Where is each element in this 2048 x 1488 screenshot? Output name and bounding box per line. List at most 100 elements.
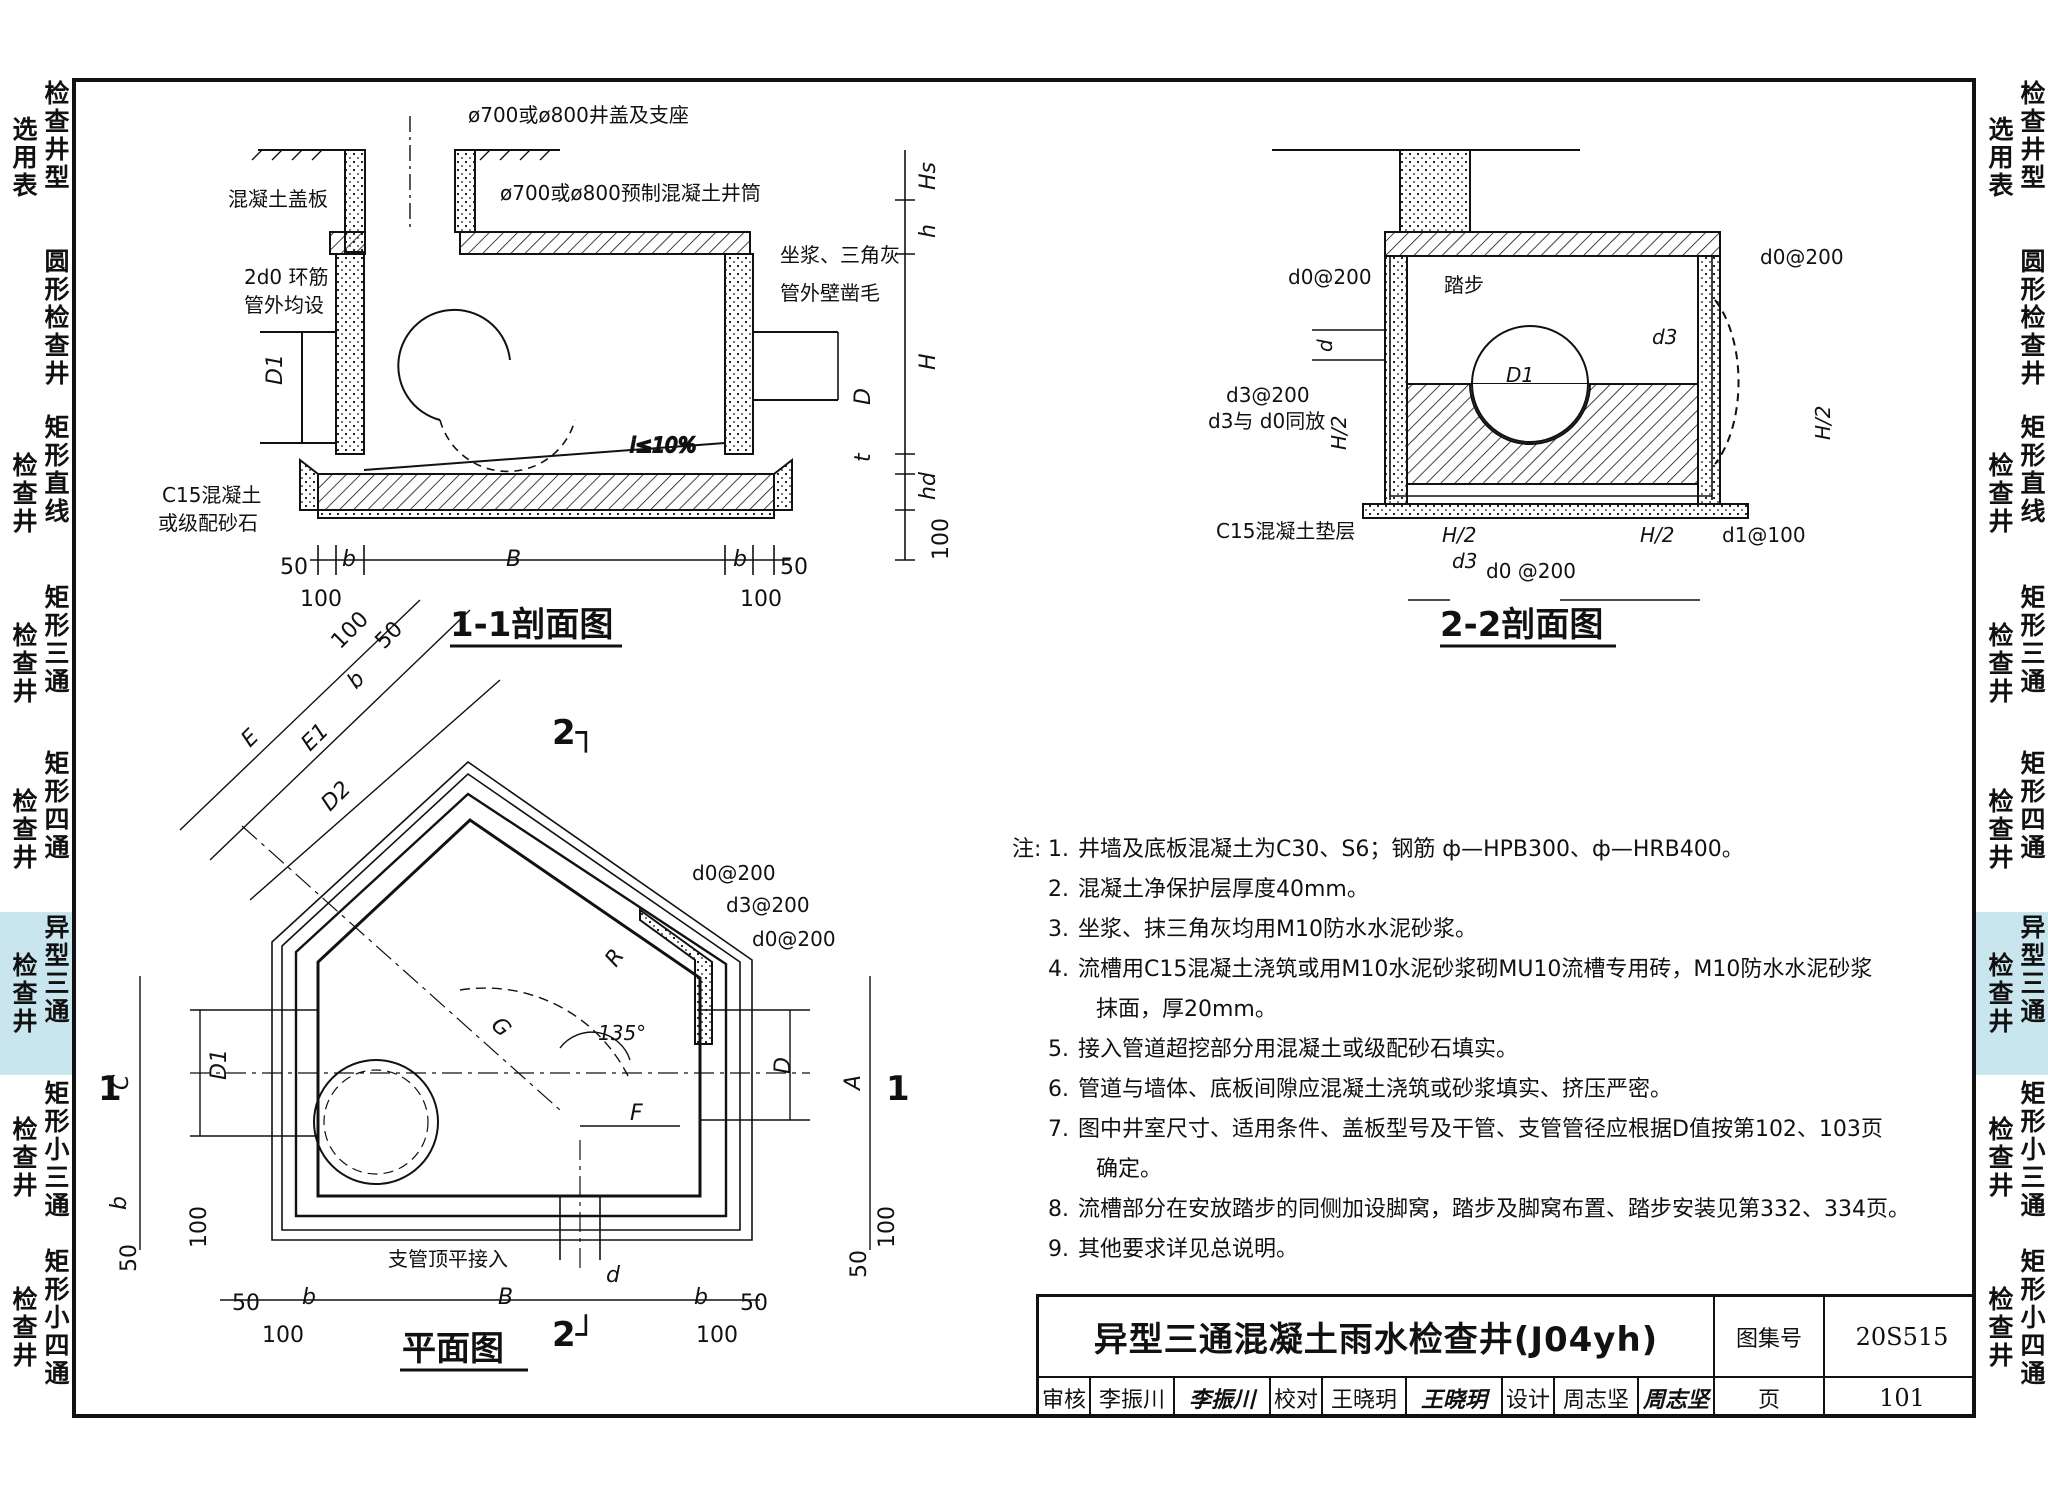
note-text: 其他要求详见总说明。 <box>1078 1237 1299 1262</box>
note-text: 接入管道超挖部分用混凝土或级配砂石填实。 <box>1078 1037 1519 1062</box>
left-tab-2[interactable]: 矩 形 直 线检 查 井 <box>0 412 72 582</box>
plan-branch-label: 支管顶平接入 <box>388 1247 508 1271</box>
reviewer-signature: 李振川 <box>1175 1378 1271 1418</box>
plan-angle: 135° <box>598 1021 646 1045</box>
plan-D1: D1 <box>207 1049 232 1080</box>
base-label-1: C15混凝土 <box>162 483 261 507</box>
note-number: 2. <box>1048 877 1069 902</box>
d3-with-label: d3与 d0同放 <box>1208 409 1325 433</box>
plan-100-right: 100 <box>875 1206 900 1248</box>
plan-B: B <box>498 1285 513 1310</box>
left-tab-label-a: 异 型 三 通 <box>44 913 70 1026</box>
right-tab-label-b: 检 查 井 <box>1988 1285 2014 1370</box>
left-tab-label-b: 选 用 表 <box>12 115 38 200</box>
left-tab-1[interactable]: 圆 形 检 查 井 <box>0 246 72 412</box>
note-text: 流槽部分在安放踏步的同侧加设脚窝，踏步及脚窝布置、踏步安装见第332、334页。 <box>1078 1197 1910 1222</box>
plan-50-bl: 50 <box>232 1291 260 1316</box>
slope-label: i≤10% <box>630 433 697 457</box>
plan-b-bl: b <box>302 1285 316 1310</box>
plan-G: G <box>486 1013 516 1043</box>
left-tab-label-a: 圆 形 检 查 井 <box>44 247 70 388</box>
left-tab-4[interactable]: 矩 形 四 通检 查 井 <box>0 748 72 912</box>
note-continuation: 抹面，厚20mm。 <box>1096 997 1277 1022</box>
left-tab-5[interactable]: 异 型 三 通检 查 井 <box>0 912 72 1078</box>
ring-label-1: 2d0 环筋 <box>244 265 329 289</box>
right-tab-label-b: 选 用 表 <box>1988 115 2014 200</box>
left-tab-label-b: 检 查 井 <box>12 951 38 1036</box>
note-text: 井墙及底板混凝土为C30、S6；钢筋 ф—HPB300、ф—HRB400。 <box>1078 837 1744 862</box>
left-tab-label-a: 矩 形 小 三 通 <box>44 1079 70 1220</box>
base-slab <box>317 473 775 511</box>
left-tab-7[interactable]: 矩 形 小 四 通检 查 井 <box>0 1246 72 1418</box>
right-tab-6[interactable]: 矩 形 小 三 通检 查 井 <box>1976 1078 2048 1246</box>
slab-label: 混凝土盖板 <box>228 187 328 211</box>
plan-title: 平面图 <box>402 1329 504 1369</box>
right-tab-2[interactable]: 矩 形 直 线检 查 井 <box>1976 412 2048 582</box>
plan-b-left: b <box>107 1196 132 1210</box>
plan-50-left: 50 <box>117 1244 142 1272</box>
plan-d: d <box>606 1263 621 1288</box>
right-tab-0[interactable]: 检 查 井 型选 用 表 <box>1976 78 2048 246</box>
section-1-1-title: 1-1剖面图 <box>450 605 613 645</box>
d0-right-label: d0@200 <box>1760 245 1844 269</box>
dim-hd: hd <box>916 471 941 500</box>
H2-left: H/2 <box>1442 523 1477 547</box>
shaft-label: ø700或ø800预制混凝土井筒 <box>500 181 761 205</box>
right-tab-label-a: 矩 形 三 通 <box>2020 583 2046 696</box>
note-item: 4.流槽用C15混凝土浇筑或用M10水泥砂浆砌MU10流槽专用砖，M10防水水泥… <box>1012 950 1942 1030</box>
left-tab-6[interactable]: 矩 形 小 三 通检 查 井 <box>0 1078 72 1246</box>
cover-slab <box>459 231 751 255</box>
right-tab-5[interactable]: 异 型 三 通检 查 井 <box>1976 912 2048 1078</box>
plan-main-pipe <box>190 1009 810 1137</box>
reviewer-name: 李振川 <box>1091 1378 1175 1418</box>
plan-E: E <box>237 725 265 753</box>
plan-outer-outline <box>271 760 753 1241</box>
note-number: 5. <box>1048 1037 1069 1062</box>
plan-b-br: b <box>694 1285 708 1310</box>
dim-Hs: Hs <box>916 162 941 190</box>
right-tab-3[interactable]: 矩 形 三 通检 查 井 <box>1976 582 2048 748</box>
plan-50-top: 50 <box>371 617 408 654</box>
step-label: 踏步 <box>1444 273 1484 297</box>
d-small-label: d <box>1313 339 1337 352</box>
d0-left-label: d0@200 <box>1288 265 1372 289</box>
right-tab-label-b: 检 查 井 <box>1988 451 2014 536</box>
left-tab-0[interactable]: 检 查 井 型选 用 表 <box>0 78 72 246</box>
section-1-1: i≤10% <box>251 116 915 575</box>
right-tab-label-a: 矩 形 四 通 <box>2020 749 2046 862</box>
right-tab-label-a: 圆 形 检 查 井 <box>2020 247 2046 388</box>
plan-labels: E E1 D2 b 100 50 G R 135° F C A D1 D 2┐ … <box>98 607 910 1372</box>
checker-signature: 王晓玥 <box>1407 1378 1503 1418</box>
note-number: 8. <box>1048 1197 1069 1222</box>
right-tab-label-b: 检 查 井 <box>1988 951 2014 1036</box>
dim-100-right: 100 <box>740 587 782 612</box>
right-tab-label-a: 矩 形 直 线 <box>2020 413 2046 526</box>
plan-D2: D2 <box>317 777 357 817</box>
flow-channel-circle <box>397 308 511 421</box>
H2-vert-left: H/2 <box>1327 415 1351 450</box>
ring-label-2: 管外均设 <box>244 293 324 317</box>
note-item: 注:1.井墙及底板混凝土为C30、S6；钢筋 ф—HPB300、ф—HRB400… <box>1012 830 1942 870</box>
right-tab-7[interactable]: 矩 形 小 四 通检 查 井 <box>1976 1246 2048 1418</box>
base-2-2-label: C15混凝土垫层 <box>1216 519 1355 543</box>
plan-F: F <box>630 1101 643 1126</box>
right-tab-4[interactable]: 矩 形 四 通检 查 井 <box>1976 748 2048 912</box>
dim-H: H <box>916 353 941 370</box>
left-tab-3[interactable]: 矩 形 三 通检 查 井 <box>0 582 72 748</box>
plan-C: C <box>109 1074 134 1090</box>
plan-A: A <box>841 1075 866 1092</box>
note-text: 管道与墙体、底板间隙应混凝土浇筑或砂浆填实、挤压严密。 <box>1078 1077 1673 1102</box>
note-text: 混凝土净保护层厚度40mm。 <box>1078 877 1369 902</box>
plan-D: D <box>771 1057 796 1074</box>
D1-label: D1 <box>1506 363 1534 387</box>
base-label-2: 或级配砂石 <box>158 511 258 535</box>
right-tab-1[interactable]: 圆 形 检 查 井 <box>1976 246 2048 412</box>
plan-view <box>139 599 871 1301</box>
note-item: 5. 接入管道超挖部分用混凝土或级配砂石填实。 <box>1012 1030 1942 1070</box>
mortar-label-1: 坐浆、三角灰 <box>780 243 900 267</box>
note-item: 6.管道与墙体、底板间隙应混凝土浇筑或砂浆填实、挤压严密。 <box>1012 1070 1942 1110</box>
outlet-pipe <box>753 331 838 401</box>
notes-block: 注:1.井墙及底板混凝土为C30、S6；钢筋 ф—HPB300、ф—HRB400… <box>1012 830 1942 1270</box>
note-text: 坐浆、抹三角灰均用M10防水水泥砂浆。 <box>1078 917 1477 942</box>
